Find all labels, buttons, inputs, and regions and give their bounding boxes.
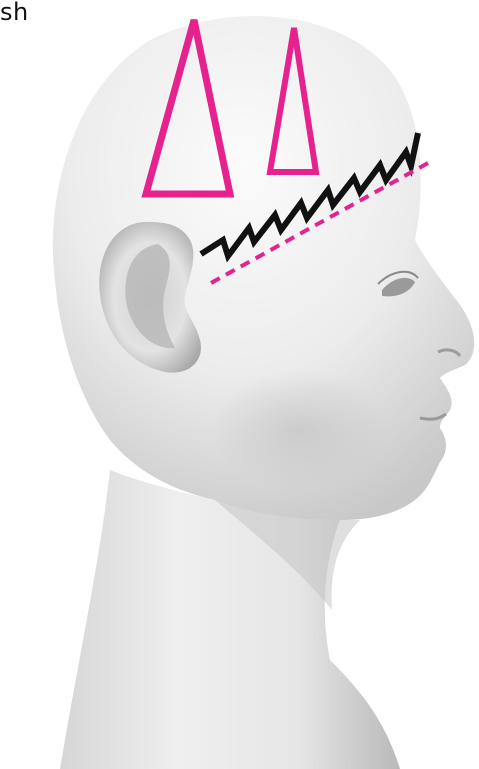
cheek-shading: [210, 370, 390, 490]
